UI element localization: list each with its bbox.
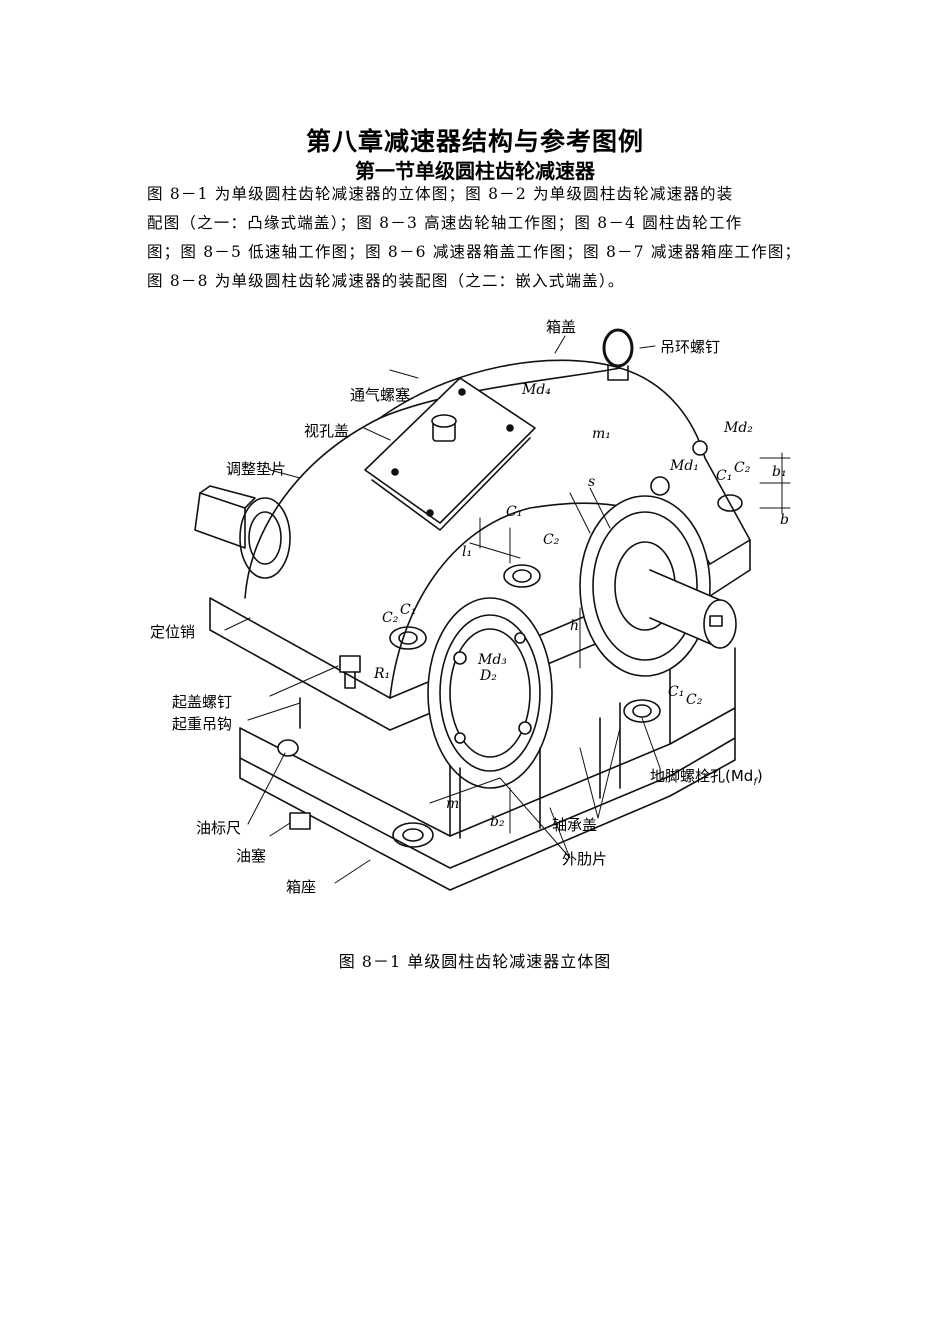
symbol-C1-right: C₁	[668, 684, 685, 700]
symbol-Md1: Md₁	[670, 458, 699, 474]
anchor-bolt-hole-text: 地脚螺栓孔(Md	[650, 767, 754, 785]
anchor-bolt-hole-sub: f	[753, 777, 757, 788]
symbol-b2: b₂	[490, 814, 505, 830]
symbol-C2-left: C₂	[382, 610, 399, 626]
label-lifting-eye-bolt: 吊环螺钉	[660, 338, 721, 356]
label-drain-plug: 油塞	[236, 847, 267, 865]
symbol-C2-right: C₂	[686, 692, 703, 708]
figure-caption: 图 8－1 单级圆柱齿轮减速器立体图	[338, 952, 612, 971]
paragraph-line: 图；图 8－5 低速轴工作图；图 8－6 减速器箱盖工作图；图 8－7 减速器箱…	[147, 243, 802, 261]
symbol-b1: b₁	[772, 464, 787, 480]
label-locating-pin: 定位销	[150, 623, 196, 641]
label-cover-jack-screw: 起盖螺钉	[172, 693, 233, 711]
symbol-b: b	[780, 512, 789, 528]
paragraph-line: 图 8－8 为单级圆柱齿轮减速器的装配图（之二：嵌入式端盖）。	[147, 272, 625, 290]
intro-paragraph: 图 8－1 为单级圆柱齿轮减速器的立体图；图 8－2 为单级圆柱齿轮减速器的装 …	[147, 180, 817, 296]
symbol-m1: m₁	[592, 426, 611, 442]
label-lifting-hook: 起重吊钩	[172, 715, 233, 733]
gear-reducer-drawing	[194, 328, 791, 891]
anchor-bolt-hole-close: )	[756, 767, 763, 785]
label-base: 箱座	[286, 878, 317, 896]
symbol-Md2: Md₂	[724, 420, 753, 436]
symbol-Md4: Md₄	[522, 382, 551, 398]
label-dipstick: 油标尺	[196, 819, 242, 837]
symbol-R1: R₁	[374, 666, 391, 682]
section-title: 第一节单级圆柱齿轮减速器	[355, 159, 595, 183]
symbol-C2-top: C₂	[734, 460, 751, 476]
chapter-title: 第八章减速器结构与参考图例	[305, 127, 644, 156]
label-inspection-cover: 视孔盖	[304, 422, 350, 440]
label-bearing-cap: 轴承盖	[552, 816, 598, 834]
label-vent-plug: 通气螺塞	[350, 386, 411, 404]
label-anchor-bolt-hole: 地脚螺栓孔(Mdf)	[650, 765, 763, 788]
symbol-h: h	[570, 618, 580, 634]
symbol-m: m	[446, 796, 460, 812]
symbol-D2: D₂	[480, 668, 497, 684]
paragraph-line: 配图（之一：凸缘式端盖）；图 8－3 高速齿轮轴工作图；图 8－4 圆柱齿轮工作	[147, 214, 743, 232]
symbol-Md3: Md₃	[478, 652, 507, 668]
symbol-C1-top: C₁	[716, 468, 733, 484]
symbol-C1-left: C₁	[400, 602, 417, 618]
gear-reducer-figure: 箱盖 吊环螺钉 通气螺塞 视孔盖 调整垫片 定位销 起盖螺钉 起重吊钩 油标尺 …	[150, 308, 802, 928]
symbol-C1-mid: C₁	[506, 504, 523, 520]
label-outer-rib: 外肋片	[562, 850, 608, 868]
label-adjusting-shim: 调整垫片	[226, 460, 287, 478]
paragraph-line: 图 8－1 为单级圆柱齿轮减速器的立体图；图 8－2 为单级圆柱齿轮减速器的装	[147, 185, 734, 203]
symbol-s: s	[588, 474, 596, 490]
symbol-C2-mid: C₂	[543, 532, 560, 548]
symbol-l1: l₁	[462, 544, 473, 560]
label-cover: 箱盖	[546, 318, 577, 336]
